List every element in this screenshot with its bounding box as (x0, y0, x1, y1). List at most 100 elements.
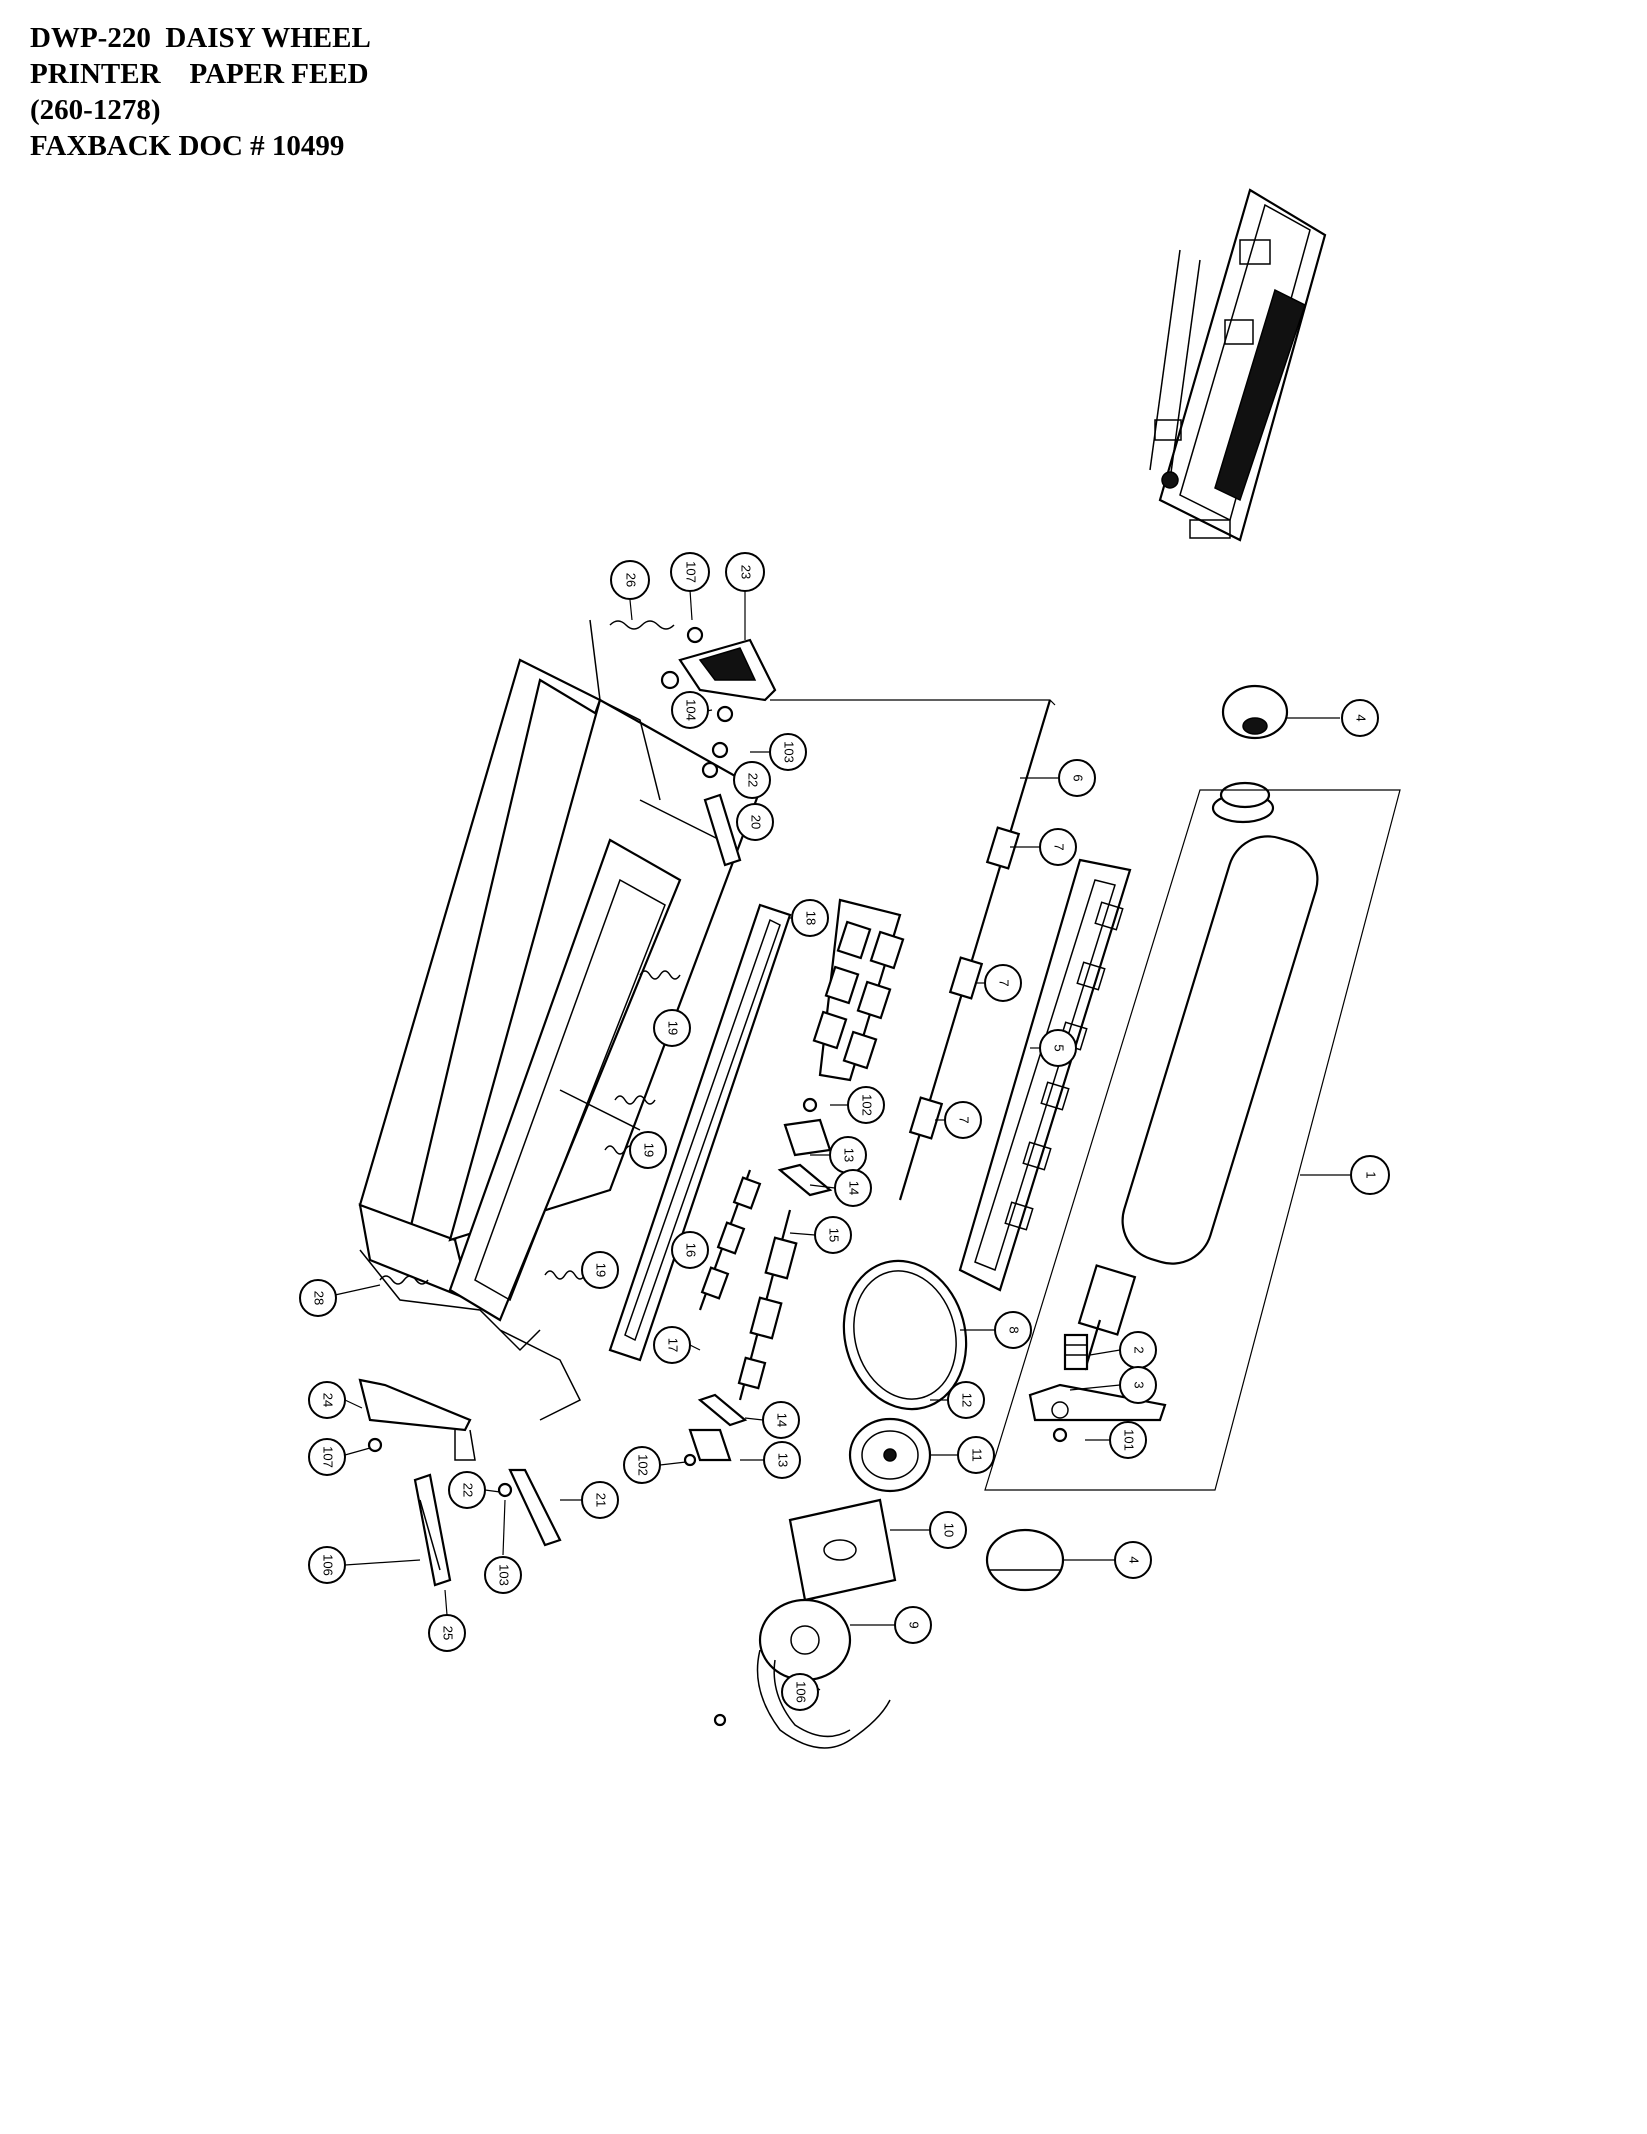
callout-label: 4 (1127, 1556, 1142, 1563)
lever-21 (508, 1468, 562, 1547)
callout-13-upper: 13 (829, 1136, 867, 1174)
callout-label: 2 (1132, 1346, 1147, 1353)
callout-label: 107 (321, 1446, 336, 1468)
callout-22: 22 (733, 761, 771, 799)
callout-label: 12 (960, 1393, 975, 1407)
callout-label: 8 (1007, 1326, 1022, 1333)
callout-103-lower: 103 (484, 1556, 522, 1594)
callout-22-lower: 22 (448, 1471, 486, 1509)
callout-16: 16 (671, 1231, 709, 1269)
callout-104: 104 (671, 691, 709, 729)
callout-14-upper: 14 (834, 1169, 872, 1207)
callout-1: 1 (1350, 1155, 1390, 1195)
callout-label: 28 (312, 1291, 327, 1305)
callout-label: 26 (624, 573, 639, 587)
lever-14-lower (697, 1393, 748, 1427)
callout-label: 101 (1122, 1429, 1137, 1451)
gear-11 (848, 1417, 958, 1493)
lever-20 (703, 793, 742, 867)
callout-label: 18 (804, 911, 819, 925)
callout-label: 19 (594, 1263, 609, 1277)
callout-13-lower: 13 (763, 1441, 801, 1479)
callout-label: 15 (827, 1228, 842, 1242)
callout-7-a: 7 (1039, 828, 1077, 866)
callout-label: 23 (739, 565, 754, 579)
callout-4-bottom: 4 (1114, 1541, 1152, 1579)
callout-label: 21 (594, 1493, 609, 1507)
callout-label: 22 (461, 1483, 476, 1497)
callout-label: 11 (970, 1448, 985, 1462)
lever-24 (358, 1378, 476, 1461)
callout-label: 4 (1354, 714, 1369, 721)
callout-10: 10 (929, 1511, 967, 1549)
callout-102-upper: 102 (847, 1086, 885, 1124)
callout-label: 25 (441, 1626, 456, 1640)
callout-label: 107 (684, 561, 699, 583)
motor-9 (756, 1598, 895, 1749)
callout-label: 3 (1132, 1381, 1147, 1388)
callout-label: 7 (997, 979, 1012, 986)
callout-25: 25 (428, 1614, 466, 1652)
roller-shaft-16 (698, 1169, 762, 1311)
callout-label: 19 (642, 1143, 657, 1157)
callout-label: 6 (1071, 774, 1086, 781)
callout-102-lower: 102 (623, 1446, 661, 1484)
header-line: FAXBACK DOC # 10499 (30, 130, 345, 162)
lever-14-upper (777, 1163, 833, 1197)
callout-28: 28 (299, 1279, 337, 1317)
shaft-6 (770, 699, 1056, 1201)
bushing-2 (1063, 1333, 1089, 1371)
callout-19-c: 19 (581, 1251, 619, 1289)
header-line: DWP-220 DAISY WHEEL (30, 22, 371, 54)
bracket-23 (609, 620, 777, 702)
callout-107-lower: 107 (308, 1438, 346, 1476)
roller-shaft-15 (737, 1209, 798, 1401)
callout-106-left: 106 (308, 1546, 346, 1584)
callout-18: 18 (791, 899, 829, 937)
document-header: DWP-220 DAISY WHEEL PRINTER PAPER FEED (… (30, 20, 371, 164)
main-frame (358, 619, 762, 1421)
callout-7-b: 7 (984, 964, 1022, 1002)
spring-19-lower (544, 1270, 586, 1280)
lever-13-upper (783, 1118, 832, 1157)
callout-103: 103 (769, 733, 807, 771)
callout-5: 5 (1039, 1029, 1077, 1067)
callout-7-c: 7 (944, 1101, 982, 1139)
lever-3 (1028, 1383, 1167, 1422)
callout-label: 14 (775, 1413, 790, 1427)
callout-label: 106 (321, 1554, 336, 1576)
callout-11: 11 (957, 1436, 995, 1474)
plate-25 (413, 1473, 452, 1587)
callout-label: 102 (636, 1454, 651, 1476)
callout-label: 19 (666, 1021, 681, 1035)
callout-label: 16 (684, 1243, 699, 1257)
callout-label: 102 (860, 1094, 875, 1116)
callout-label: 10 (942, 1523, 957, 1537)
header-line: PRINTER PAPER FEED (30, 58, 369, 90)
callout-label: 7 (957, 1116, 972, 1123)
callout-19-a: 19 (653, 1009, 691, 1047)
platen-knob-4-bottom (985, 1528, 1115, 1592)
callout-label: 13 (842, 1148, 857, 1162)
callout-24: 24 (308, 1381, 346, 1419)
callout-label: 17 (666, 1338, 681, 1352)
callout-6: 6 (1058, 759, 1096, 797)
callout-label: 5 (1052, 1044, 1067, 1051)
callout-label: 22 (746, 773, 761, 787)
callout-21: 21 (581, 1481, 619, 1519)
callout-label: 9 (907, 1621, 922, 1628)
guide-plate-18 (608, 903, 792, 1362)
pressure-roller-assembly-upper (812, 898, 905, 1082)
callout-17: 17 (653, 1326, 691, 1364)
callout-label: 1 (1364, 1171, 1379, 1178)
callout-8: 8 (994, 1311, 1032, 1349)
assembled-unit-thumbnail (1149, 188, 1327, 542)
platen-knob-4-top (1221, 684, 1340, 740)
callout-label: 14 (847, 1181, 862, 1195)
callout-label: 103 (782, 741, 797, 763)
motor-plate-10 (788, 1498, 930, 1602)
callout-12: 12 (947, 1381, 985, 1419)
callout-3: 3 (1119, 1366, 1157, 1404)
callout-label: 103 (497, 1564, 512, 1586)
